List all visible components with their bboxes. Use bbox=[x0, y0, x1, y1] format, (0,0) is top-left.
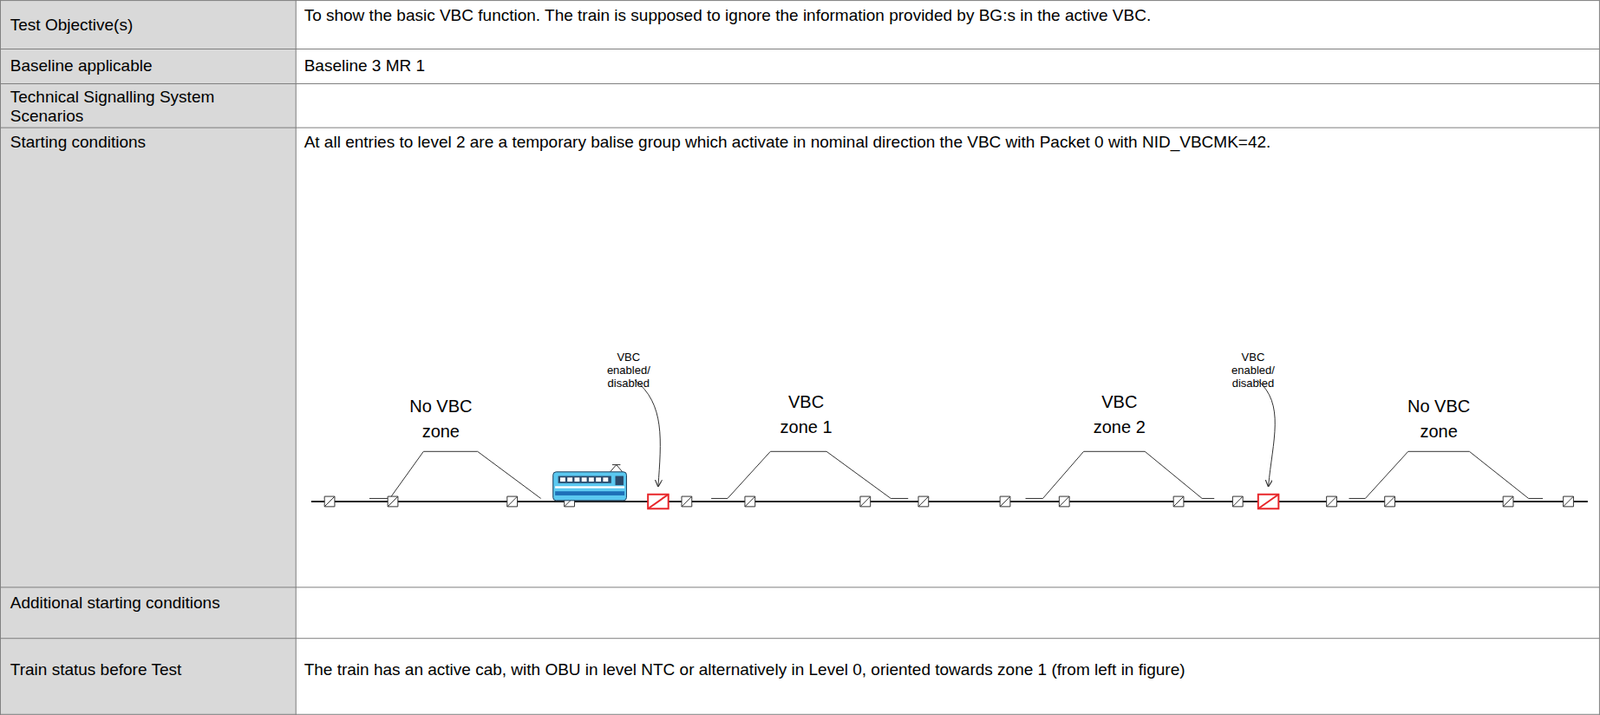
row-header: Baseline applicable bbox=[10, 56, 232, 76]
balise bbox=[1502, 496, 1514, 507]
zone-ramp bbox=[1025, 450, 1215, 498]
zone-label: No VBC zone bbox=[1404, 393, 1474, 445]
balise bbox=[744, 496, 756, 507]
zone-label: No VBC zone bbox=[405, 393, 476, 445]
callout-label: VBC enabled/ disabled bbox=[607, 351, 651, 391]
balise bbox=[324, 496, 335, 507]
zone-label: VBC zone 1 bbox=[771, 389, 842, 440]
balise bbox=[1173, 496, 1184, 507]
balise bbox=[1232, 496, 1243, 507]
balise bbox=[507, 496, 518, 507]
table-cell: The train has an active cab, with OBU in… bbox=[304, 659, 1372, 680]
table-cell: To show the basic VBC function. The trai… bbox=[304, 6, 1276, 26]
balise bbox=[1058, 496, 1070, 507]
row-header: Starting conditions bbox=[10, 132, 232, 152]
balise bbox=[387, 496, 399, 507]
row-header: Test Objective(s) bbox=[10, 15, 232, 35]
train-symbol bbox=[553, 464, 627, 501]
balise-groups bbox=[324, 494, 1574, 509]
balise bbox=[1326, 496, 1338, 507]
vbc-balise bbox=[647, 494, 669, 509]
balise bbox=[918, 496, 929, 507]
row-header: Technical Signalling System Scenarios bbox=[10, 87, 232, 126]
balise bbox=[860, 496, 871, 507]
zone-ramp bbox=[1349, 450, 1544, 498]
vbc-balise bbox=[1258, 494, 1280, 509]
zone-ramps bbox=[369, 450, 1543, 498]
header-column bbox=[0, 0, 296, 715]
callout-label: VBC enabled/ disabled bbox=[1231, 351, 1275, 391]
zone-ramp bbox=[369, 450, 542, 498]
table-cell: At all entries to level 2 are a temporar… bbox=[304, 132, 1311, 152]
balise bbox=[1563, 496, 1574, 507]
track-line bbox=[311, 500, 1588, 503]
zone-ramp bbox=[711, 450, 908, 498]
balise bbox=[1384, 496, 1396, 507]
callout-arrow bbox=[634, 379, 660, 486]
balise bbox=[999, 496, 1011, 507]
row-header: Train status before Test bbox=[10, 659, 232, 680]
row-header: Additional starting conditions bbox=[10, 593, 232, 613]
callout-arrow bbox=[1257, 379, 1276, 486]
zone-label: VBC zone 2 bbox=[1084, 389, 1155, 440]
table-cell: Baseline 3 MR 1 bbox=[304, 56, 1346, 76]
balise bbox=[681, 496, 693, 507]
